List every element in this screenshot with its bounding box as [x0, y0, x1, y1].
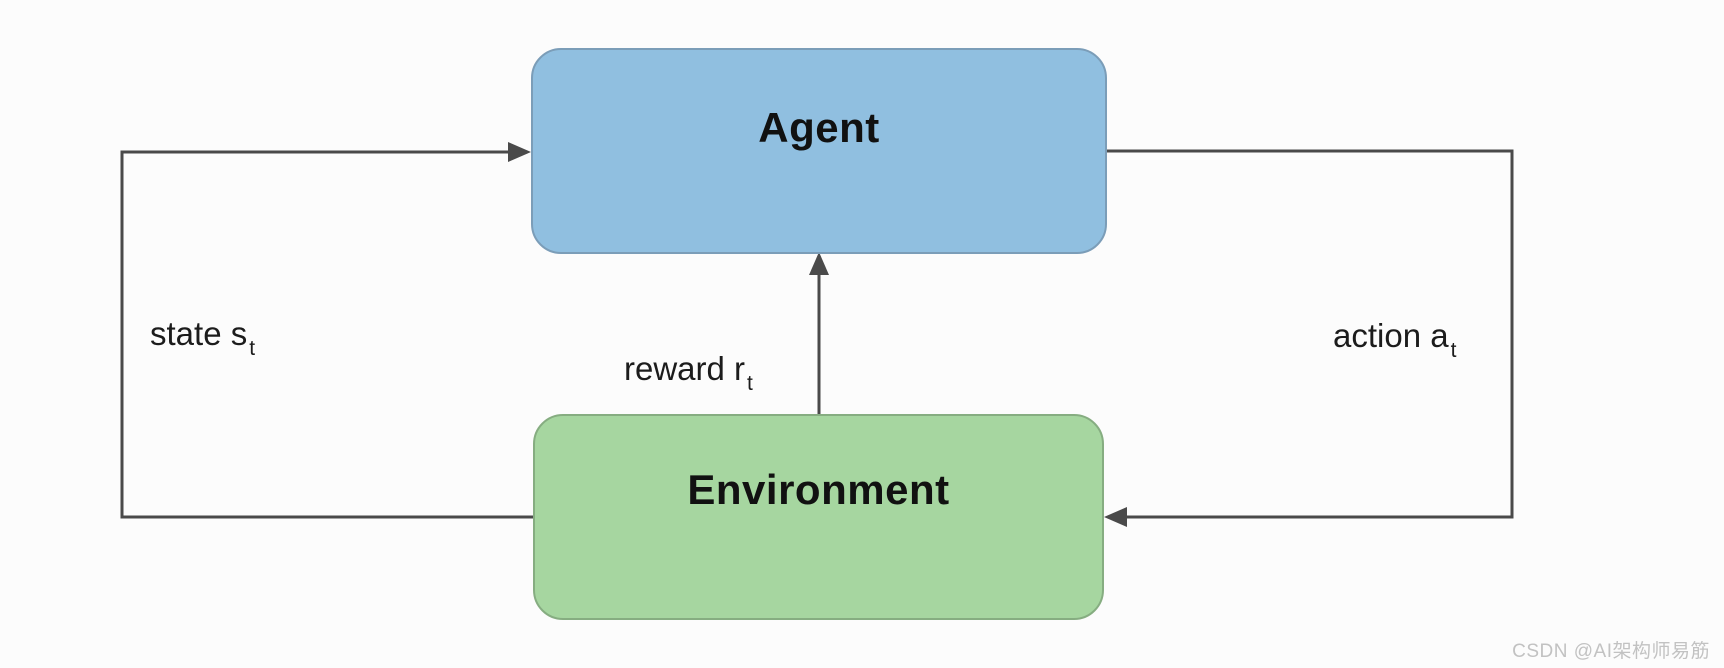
- state-connector-line: [120, 150, 533, 519]
- reward-label-subscript: t: [747, 372, 753, 395]
- action-connector-line: [1107, 149, 1514, 519]
- reward-edge-label: reward rt: [624, 350, 753, 394]
- environment-node-label: Environment: [687, 466, 950, 513]
- reward-label-text: reward r: [624, 350, 746, 387]
- action-arrowhead-left-icon: [1104, 507, 1127, 527]
- state-label-subscript: t: [249, 337, 256, 360]
- action-edge-label: action at: [1333, 317, 1456, 361]
- action-label-subscript: t: [1450, 339, 1457, 362]
- action-label-text: action a: [1333, 317, 1449, 354]
- state-label-text: state s: [150, 315, 248, 352]
- state-arrowhead-right-icon: [508, 142, 531, 162]
- reward-arrowhead-up-icon: [809, 252, 829, 275]
- agent-node: Agent: [531, 48, 1107, 254]
- state-edge-label: state st: [150, 315, 255, 359]
- watermark-text: CSDN @AI架构师易筋: [1512, 641, 1710, 662]
- agent-node-label: Agent: [758, 104, 880, 151]
- environment-node: Environment: [533, 414, 1104, 620]
